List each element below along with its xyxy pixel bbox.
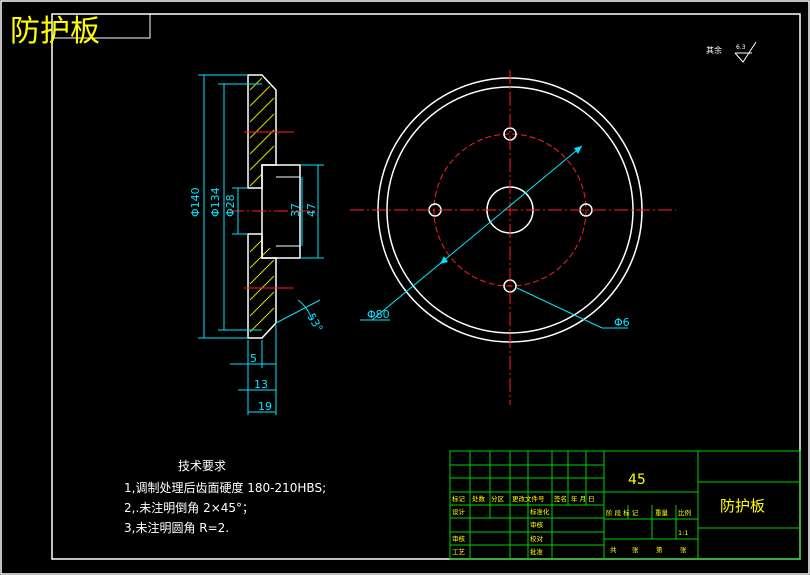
svg-text:共: 共 bbox=[610, 545, 617, 554]
svg-text:1:1: 1:1 bbox=[678, 529, 688, 537]
svg-text:更改文件号: 更改文件号 bbox=[512, 494, 545, 503]
svg-text:工艺: 工艺 bbox=[452, 548, 466, 556]
dim-134: Φ134 bbox=[209, 187, 222, 217]
dim-13: 13 bbox=[254, 378, 268, 391]
corner-title: 防护板 bbox=[10, 14, 100, 49]
svg-text:重量: 重量 bbox=[655, 509, 669, 517]
svg-text:第: 第 bbox=[656, 545, 663, 554]
front-view: Φ80 Φ6 bbox=[350, 70, 676, 405]
inner-frame bbox=[51, 13, 801, 560]
roughness-icon bbox=[734, 41, 757, 63]
dim-5: 5 bbox=[250, 352, 257, 365]
svg-text:校对: 校对 bbox=[530, 534, 544, 543]
svg-text:处数: 处数 bbox=[472, 494, 486, 503]
svg-text:比例: 比例 bbox=[678, 508, 691, 517]
svg-text:分区: 分区 bbox=[491, 494, 505, 503]
dim-37: 37 bbox=[289, 203, 302, 217]
dim-19: 19 bbox=[258, 400, 272, 413]
dim-hole: Φ6 bbox=[614, 316, 630, 329]
svg-text:阶 段 标 记: 阶 段 标 记 bbox=[606, 508, 639, 517]
roughness-note: 其余 bbox=[706, 45, 722, 55]
dim-47: 47 bbox=[305, 203, 318, 217]
dim-angle: 53° bbox=[304, 311, 325, 334]
roughness-value: 6.3 bbox=[736, 44, 746, 51]
dim-outer: Φ140 bbox=[189, 187, 202, 217]
title-block bbox=[449, 450, 801, 560]
svg-text:张: 张 bbox=[632, 545, 639, 554]
part-name: 防护板 bbox=[720, 497, 765, 515]
svg-text:审核: 审核 bbox=[452, 534, 466, 543]
section-view: Φ140 Φ134 Φ28 37 47 5 13 19 53° bbox=[189, 74, 325, 415]
tech-line-2: 2,.未注明倒角 2×45°； bbox=[124, 500, 254, 515]
svg-text:标准化: 标准化 bbox=[530, 507, 550, 516]
svg-text:年 月 日: 年 月 日 bbox=[571, 494, 595, 503]
title-box bbox=[52, 14, 151, 39]
tech-line-3: 3,未注明圆角 R=2. bbox=[124, 520, 229, 535]
svg-text:签名: 签名 bbox=[554, 494, 567, 503]
tech-line-1: 1,调制处理后齿面硬度 180-210HBS; bbox=[124, 480, 326, 495]
svg-text:标记: 标记 bbox=[452, 494, 466, 503]
material: 45 bbox=[628, 472, 646, 488]
tech-heading: 技术要求 bbox=[178, 459, 226, 473]
svg-text:张: 张 bbox=[680, 545, 687, 554]
dim-pcd: Φ80 bbox=[367, 308, 390, 321]
svg-text:设计: 设计 bbox=[452, 507, 466, 516]
dim-28: Φ28 bbox=[224, 194, 237, 217]
svg-text:审核: 审核 bbox=[530, 520, 544, 529]
svg-text:批准: 批准 bbox=[530, 547, 544, 556]
